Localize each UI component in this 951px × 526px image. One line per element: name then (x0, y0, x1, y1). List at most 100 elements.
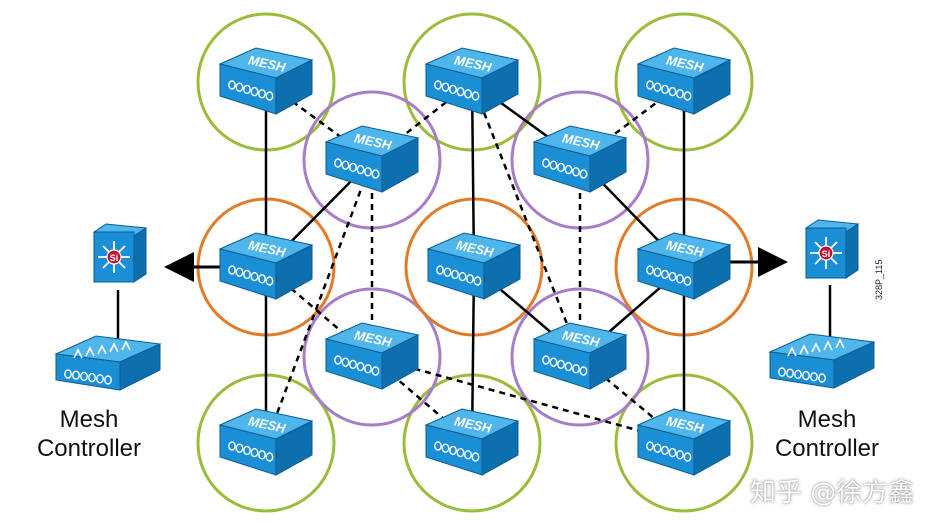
device-port (464, 89, 472, 99)
device-port (542, 158, 550, 168)
device-port (364, 167, 372, 177)
device-port (557, 359, 565, 370)
device-port (265, 91, 274, 101)
mesh-access-point-icon: MESH (426, 232, 522, 300)
device-port (471, 452, 480, 462)
controller-port (72, 370, 80, 380)
device-side (275, 59, 313, 115)
right-caption-line2: Controller (774, 435, 880, 462)
device-side (589, 334, 627, 390)
device-port (235, 82, 244, 92)
device-side (381, 334, 419, 390)
device-port (471, 91, 480, 101)
mesh-access-point-icon: MESH (424, 408, 520, 476)
wireless-controller-icon (54, 335, 162, 391)
mesh-access-point-icon: MESH (532, 125, 628, 193)
device-side (589, 137, 627, 193)
device-port (661, 84, 669, 95)
device-port (466, 274, 474, 284)
device-port (653, 443, 662, 453)
device-side (481, 420, 519, 476)
device-port (676, 89, 684, 99)
device-port (458, 271, 467, 282)
device-port (653, 82, 662, 92)
device-port (549, 357, 558, 367)
coverage-ring-p4 (510, 287, 650, 427)
device-port (676, 450, 684, 460)
device-port (661, 445, 669, 456)
device-port (542, 355, 550, 365)
device-side (275, 420, 313, 476)
device-port (349, 162, 357, 173)
device-port (676, 274, 684, 284)
coverage-ring-p3 (302, 287, 442, 427)
device-port (646, 265, 654, 275)
layer3-switch-icon: Si (92, 223, 148, 283)
mesh-access-point-icon: MESH (324, 125, 420, 193)
controller-port (80, 371, 88, 382)
link-dashed-g2-p4 (470, 81, 582, 358)
device-side (381, 137, 419, 193)
controller-port (810, 372, 818, 382)
mesh-access-point-icon: MESH (636, 408, 732, 476)
right-controller-caption: Mesh Controller (768, 405, 886, 463)
mesh-access-point-icon: MESH (324, 322, 420, 390)
right-caption-line1: Mesh (797, 406, 857, 433)
device-port (456, 447, 465, 458)
device-port (334, 355, 342, 365)
controller-port (778, 367, 786, 377)
device-port (668, 271, 677, 282)
device-port (572, 167, 580, 177)
switch-side (845, 223, 859, 279)
device-side (275, 244, 313, 300)
left-caption-line2: Controller (36, 435, 142, 462)
mesh-access-point-icon: MESH (424, 47, 520, 115)
mesh-access-point-icon: MESH (636, 232, 732, 300)
device-port (456, 86, 465, 97)
device-port (646, 80, 654, 90)
device-side (693, 420, 731, 476)
device-port (646, 441, 654, 451)
device-port (265, 452, 274, 462)
device-port (228, 265, 236, 275)
device-port (653, 267, 662, 277)
link-dashed-p3-g6 (371, 355, 685, 445)
mesh-access-point-icon: MESH (218, 408, 314, 476)
device-port (235, 443, 244, 453)
controller-side (119, 343, 161, 391)
device-port (364, 364, 372, 374)
controller-port (786, 368, 794, 378)
device-port (250, 271, 259, 282)
device-port (250, 447, 259, 458)
controller-port (88, 372, 96, 383)
device-port (265, 276, 274, 286)
device-side (483, 244, 521, 300)
controller-arrow (121, 340, 131, 351)
controller-port (818, 373, 826, 383)
device-port (473, 276, 482, 286)
device-port (443, 267, 452, 277)
device-port (579, 366, 588, 376)
mesh-access-point-icon: MESH (636, 47, 732, 115)
device-port (371, 366, 380, 376)
device-port (683, 452, 692, 462)
controller-arrow (85, 346, 95, 357)
device-port (451, 269, 459, 280)
device-port (228, 441, 236, 451)
switch-badge (106, 249, 122, 265)
mesh-access-point-icon: MESH (218, 47, 314, 115)
switch-badge (818, 245, 834, 261)
controller-arrow (811, 342, 821, 353)
controller-port (104, 375, 112, 385)
controller-arrow (823, 340, 833, 351)
controller-arrow (787, 346, 797, 357)
device-port (668, 86, 677, 97)
device-port (258, 450, 266, 460)
device-port (564, 164, 573, 175)
device-port (434, 80, 442, 90)
left-caption-line1: Mesh (59, 406, 119, 433)
device-port (449, 445, 457, 456)
device-port (549, 160, 558, 170)
controller-port (794, 369, 802, 380)
